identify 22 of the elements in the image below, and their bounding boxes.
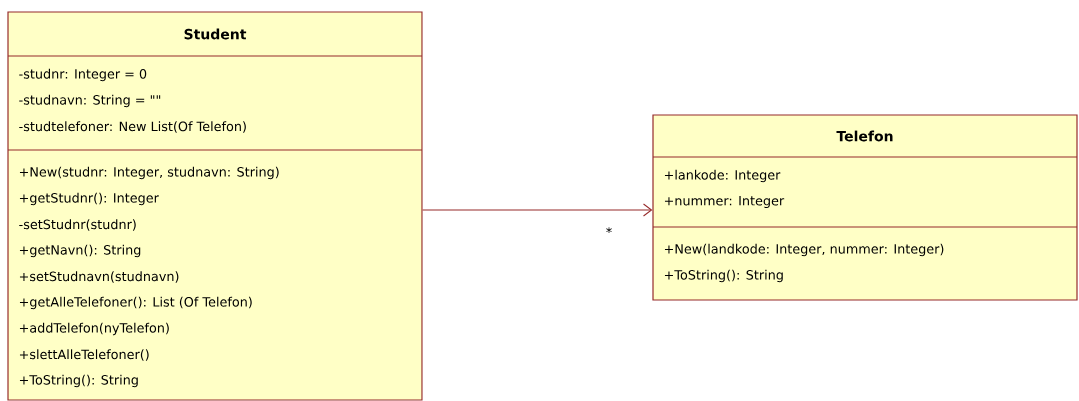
attribute-text: -studnr: Integer = 0 [19, 68, 147, 82]
multiplicity-label: * [604, 225, 614, 239]
attribute-text: -studnavn: String = "" [19, 94, 161, 108]
operation-text: +addTelefon(nyTelefon) [19, 322, 169, 336]
operation-text: +New(landkode: Integer, nummer: Integer) [664, 243, 944, 257]
class-name: Telefon [836, 130, 893, 142]
class-box [652, 114, 1078, 301]
operation-text: +New(studnr: Integer, studnavn: String) [19, 166, 279, 180]
attribute-text: +lankode: Integer [664, 169, 781, 183]
operation-text: +getAlleTelefoner(): List (Of Telefon) [19, 296, 252, 310]
attribute-text: +nummer: Integer [664, 196, 785, 208]
operation-text: +ToString(): String [664, 269, 783, 283]
attribute-text: -studtelefoner: New List(Of Telefon) [19, 121, 246, 133]
class-name: Student [184, 28, 247, 40]
class-box [7, 11, 423, 401]
operation-text: +getNavn(): String [19, 244, 141, 258]
operation-text: -setStudnr(studnr) [19, 219, 136, 231]
operation-text: +slettAlleTelefoner() [19, 349, 149, 361]
operation-text: +setStudnavn(studnavn) [19, 271, 179, 283]
association-arrow [422, 203, 653, 217]
operation-text: +ToString(): String [19, 374, 138, 388]
operation-text: +getStudnr(): Integer [19, 192, 159, 206]
